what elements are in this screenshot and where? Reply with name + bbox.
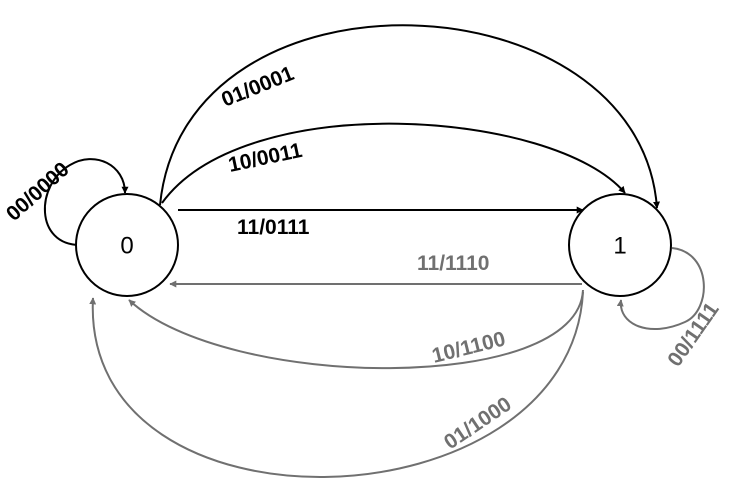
edge-10-1100: [128, 289, 584, 370]
edge-01-1000: [89, 291, 584, 478]
label-11-1110: 11/1110: [417, 252, 489, 275]
state-0: 0: [75, 193, 179, 297]
label-10-0011: 10/0011: [226, 139, 304, 177]
state-1-label: 1: [613, 233, 626, 260]
edge-10-0011: [161, 122, 626, 204]
label-01-0001: 01/0001: [218, 62, 297, 112]
label-11-0111: 11/0111: [237, 216, 310, 239]
label-self-0: 00/0000: [2, 158, 74, 226]
edge-self-loop-0: [43, 158, 129, 246]
label-self-1: 00/1111: [663, 298, 724, 371]
state-0-label: 0: [120, 233, 133, 260]
edge-01-0001: [159, 24, 661, 209]
state-1: 1: [568, 193, 672, 297]
edge-self-loop-1: [616, 247, 705, 331]
